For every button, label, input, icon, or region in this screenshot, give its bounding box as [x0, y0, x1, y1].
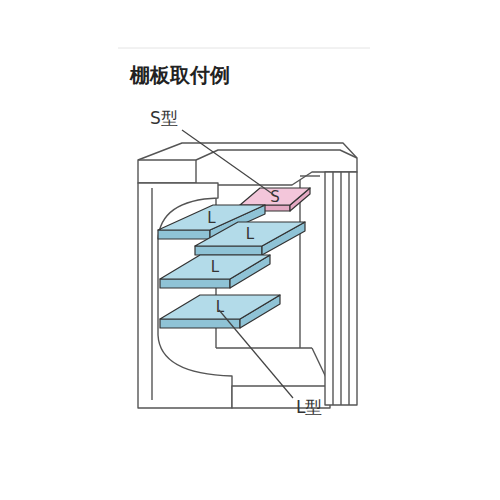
callout-label: S型	[150, 107, 178, 130]
leader-line	[219, 310, 293, 398]
post-line	[332, 172, 333, 405]
shelf-face	[195, 222, 305, 246]
top-inner-edge	[196, 150, 357, 160]
top-front-edge	[138, 160, 196, 183]
shelf-face	[160, 255, 270, 279]
right-post	[325, 172, 357, 405]
leader-line	[182, 130, 274, 195]
shelf-face	[160, 279, 230, 288]
shelf-board: L	[160, 255, 270, 288]
shelf-board: L	[195, 222, 305, 255]
shelf-bracket	[300, 175, 320, 176]
diagram-title: 棚板取付例	[130, 62, 230, 89]
shelf-face	[160, 295, 280, 319]
top-slab	[138, 143, 357, 185]
shelf-face	[240, 188, 310, 205]
floor-back-line	[216, 347, 312, 348]
divider-line	[118, 48, 370, 49]
post-line	[348, 172, 349, 405]
shelf-type-label: S	[270, 188, 280, 206]
shelf-type-label: L	[211, 258, 219, 276]
shelf-type-label: L	[246, 225, 254, 243]
shelf-face	[158, 230, 210, 239]
shelf-face	[195, 246, 262, 255]
left-panel-edge	[151, 188, 152, 400]
post-line	[340, 172, 341, 405]
shelf-type-label: L	[216, 298, 224, 316]
shelf-type-label: L	[207, 209, 215, 227]
callout-label: L型	[296, 396, 322, 419]
